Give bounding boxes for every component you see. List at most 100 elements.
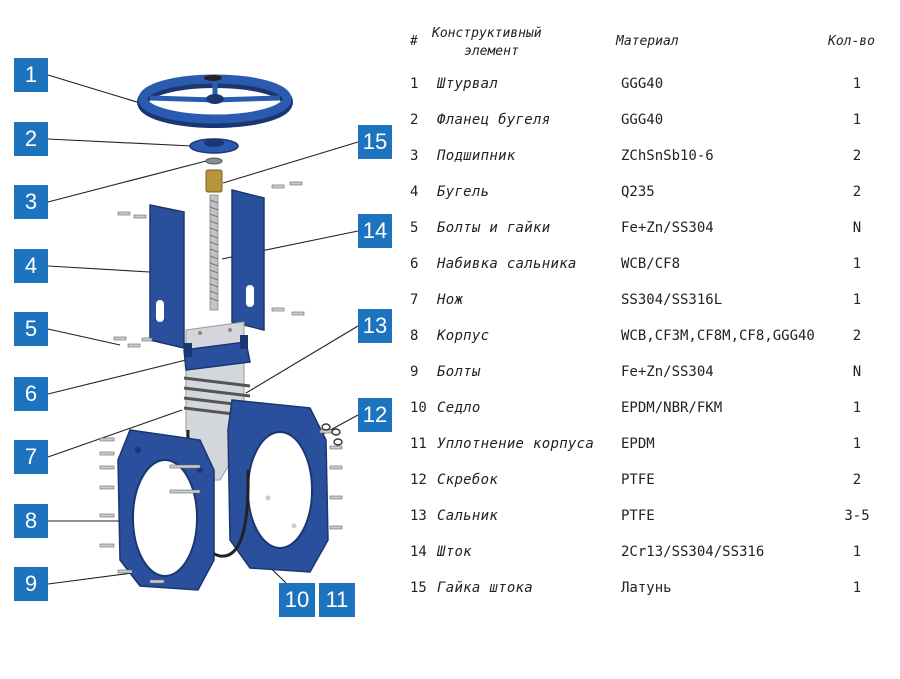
- row-quantity: 1: [852, 436, 862, 452]
- row-quantity: 2: [852, 148, 862, 164]
- table-row: 14 Шток 2Cr13/SS304/SS316 1: [400, 534, 900, 570]
- row-material: SS304/SS316L: [621, 292, 723, 308]
- handwheel: [137, 74, 293, 128]
- row-material: Латунь: [621, 580, 672, 596]
- row-number: 10: [410, 400, 427, 416]
- row-material: Fe+Zn/SS304: [621, 364, 714, 380]
- row-quantity: 1: [852, 256, 862, 272]
- row-element: Штурвал: [437, 76, 499, 92]
- yoke-bolts: [113, 181, 305, 348]
- row-element: Болты: [437, 364, 481, 380]
- callout-13: 13: [358, 309, 392, 343]
- row-element: Набивка сальника: [437, 256, 577, 272]
- row-element: Нож: [437, 292, 464, 308]
- row-quantity: 1: [852, 112, 862, 128]
- stem: [209, 194, 219, 311]
- row-number: 1: [410, 76, 419, 92]
- row-material: Fe+Zn/SS304: [621, 220, 714, 236]
- callout-6: 6: [14, 377, 48, 411]
- table-row: 12 Скребок PTFE 2: [400, 462, 900, 498]
- row-element: Шток: [437, 544, 472, 560]
- header-material: Материал: [616, 34, 679, 49]
- callout-15: 15: [358, 125, 392, 159]
- row-number: 7: [410, 292, 419, 308]
- callout-12: 12: [358, 398, 392, 432]
- row-number: 3: [410, 148, 419, 164]
- row-quantity: 3-5: [844, 508, 870, 524]
- row-quantity: 2: [852, 328, 862, 344]
- row-element: Сальник: [437, 508, 499, 524]
- row-material: PTFE: [621, 472, 655, 488]
- row-quantity: 1: [852, 580, 862, 596]
- valve-illustration: [47, 74, 359, 591]
- row-element: Уплотнение корпуса: [437, 436, 595, 452]
- callout-7: 7: [14, 440, 48, 474]
- row-number: 5: [410, 220, 419, 236]
- table-row: 1 Штурвал GGG40 1: [400, 66, 900, 102]
- row-element: Подшипник: [437, 148, 516, 164]
- callout-14: 14: [358, 214, 392, 248]
- row-quantity: 1: [852, 400, 862, 416]
- row-element: Седло: [437, 400, 481, 416]
- row-element: Гайка штока: [437, 580, 534, 596]
- yoke-flange: [189, 138, 239, 154]
- table-row: 10 Седло EPDM/NBR/FKM 1: [400, 390, 900, 426]
- table-row: 11 Уплотнение корпуса EPDM 1: [400, 426, 900, 462]
- row-number: 15: [410, 580, 427, 596]
- callout-3: 3: [14, 185, 48, 219]
- body-rear: [227, 399, 329, 573]
- row-material: 2Cr13/SS304/SS316: [621, 544, 765, 560]
- body-bolts: [99, 429, 343, 584]
- row-material: EPDM/NBR/FKM: [621, 400, 723, 416]
- row-number: 14: [410, 544, 427, 560]
- row-material: ZChSnSb10-6: [621, 148, 714, 164]
- header-element-line2: элемент: [464, 44, 519, 59]
- callout-5: 5: [14, 312, 48, 346]
- row-material: WCB,CF3M,CF8M,CF8,GGG40: [621, 328, 815, 344]
- row-number: 4: [410, 184, 419, 200]
- row-quantity: 1: [852, 544, 862, 560]
- row-number: 13: [410, 508, 427, 524]
- row-quantity: N: [852, 220, 862, 236]
- callout-8: 8: [14, 504, 48, 538]
- bearing: [205, 157, 223, 165]
- row-element: Болты и гайки: [437, 220, 551, 236]
- row-number: 2: [410, 112, 419, 128]
- table-row: 5 Болты и гайки Fe+Zn/SS304 N: [400, 210, 900, 246]
- header-element-line1: Конструктивный: [432, 26, 542, 41]
- scraper: [321, 423, 343, 446]
- row-material: PTFE: [621, 508, 655, 524]
- row-number: 11: [410, 436, 427, 452]
- row-material: GGG40: [621, 76, 664, 92]
- callout-11: 11: [319, 583, 355, 617]
- row-quantity: 1: [852, 76, 862, 92]
- callout-1: 1: [14, 58, 48, 92]
- row-number: 12: [410, 472, 427, 488]
- row-element: Скребок: [437, 472, 499, 488]
- body-front: [117, 429, 215, 591]
- callout-9: 9: [14, 567, 48, 601]
- row-number: 9: [410, 364, 419, 380]
- row-quantity: 2: [852, 184, 862, 200]
- table-row: 9 Болты Fe+Zn/SS304 N: [400, 354, 900, 390]
- stem-nut: [205, 169, 223, 193]
- row-quantity: N: [852, 364, 862, 380]
- row-quantity: 2: [852, 472, 862, 488]
- row-number: 6: [410, 256, 419, 272]
- exploded-valve-diagram: 1 2 3 4 5 6 7 8 9 10 11 12 13 14 15: [0, 0, 400, 675]
- table-row: 15 Гайка штока Латунь 1: [400, 570, 900, 606]
- row-element: Фланец бугеля: [437, 112, 551, 128]
- row-number: 8: [410, 328, 419, 344]
- callout-4: 4: [14, 249, 48, 283]
- row-material: Q235: [621, 184, 655, 200]
- table-row: 13 Сальник PTFE 3-5: [400, 498, 900, 534]
- callout-2: 2: [14, 122, 48, 156]
- row-material: EPDM: [621, 436, 655, 452]
- specification-table: # Конструктивный элемент Материал Кол-во…: [400, 0, 900, 675]
- header-qty: Кол-во: [828, 34, 875, 49]
